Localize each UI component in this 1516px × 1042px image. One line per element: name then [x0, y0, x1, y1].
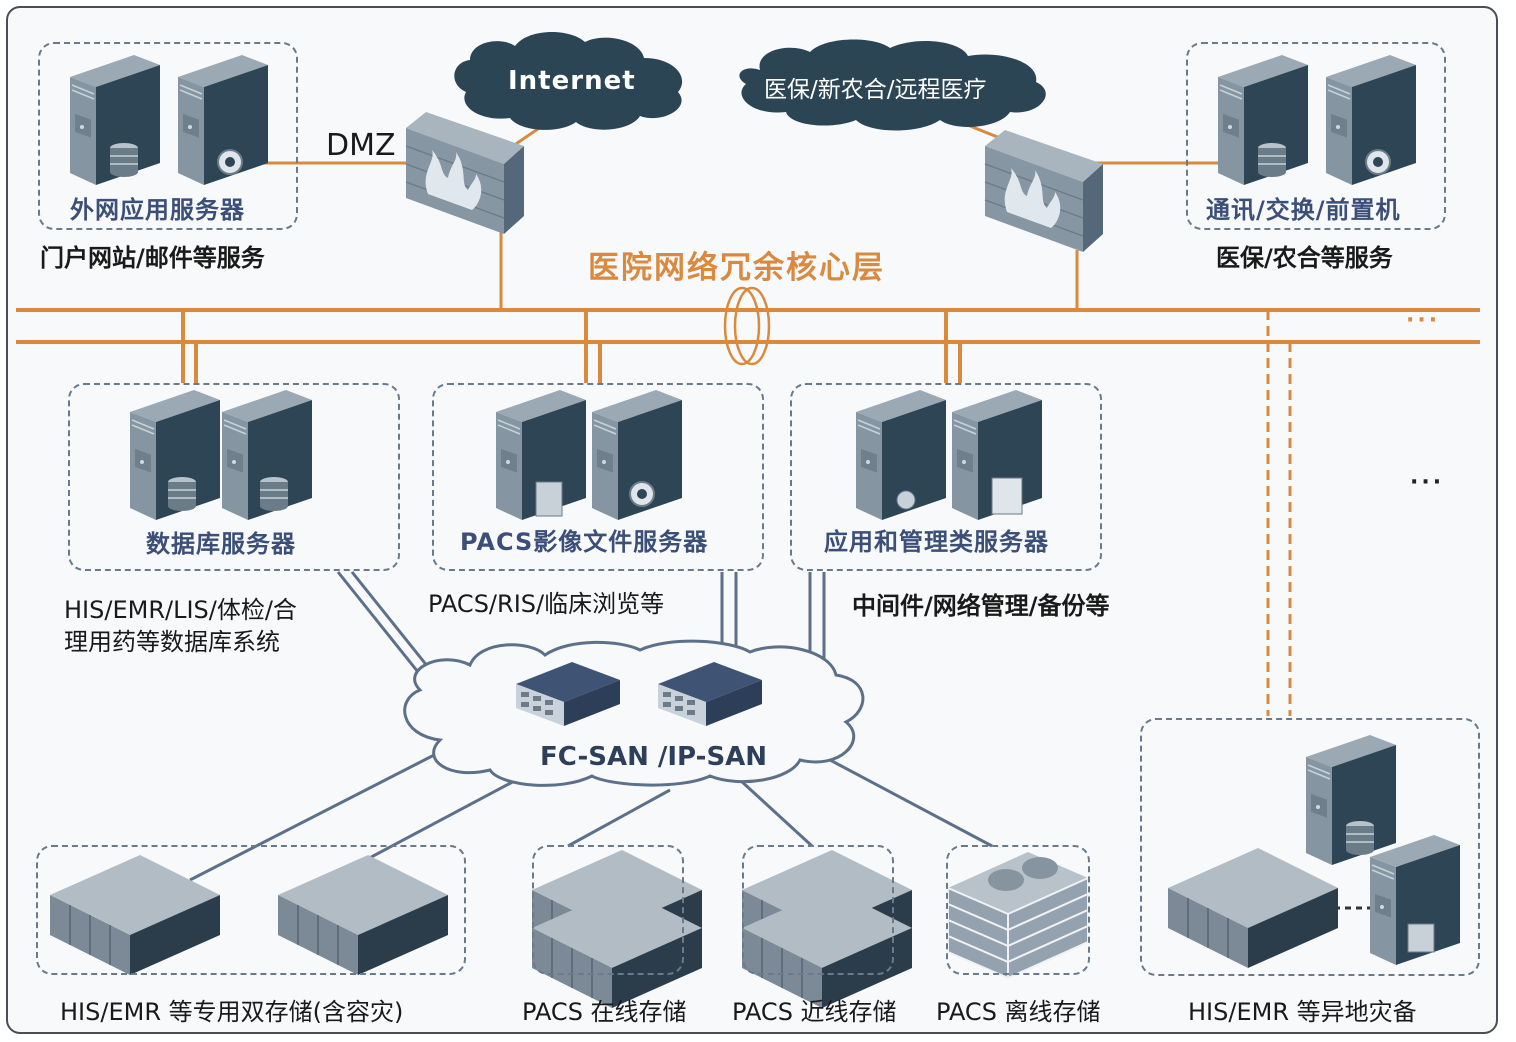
app-mgmt-caption: 中间件/网络管理/备份等	[852, 592, 1110, 620]
comm-exchange-group	[1186, 42, 1446, 230]
pacs-offline-storage-label: PACS 离线存储	[936, 998, 1101, 1026]
remote-dr-label: HIS/EMR 等异地灾备	[1188, 998, 1417, 1026]
his-dual-storage-group	[36, 845, 466, 975]
bus-continuation-ellipsis: ···	[1406, 308, 1441, 333]
document-icon	[535, 481, 563, 517]
database-caption-line1: HIS/EMR/LIS/体检/合	[64, 596, 297, 624]
report-icon	[991, 477, 1023, 515]
database-caption-line2: 理用药等数据库系统	[64, 628, 280, 656]
pacs-file-servers-group	[432, 383, 764, 571]
pacs-offline-storage-group	[946, 845, 1090, 975]
pacs-online-storage-group	[532, 845, 684, 975]
comm-exchange-label: 通讯/交换/前置机	[1206, 196, 1401, 224]
core-bus	[16, 120, 1480, 716]
document-icon	[1407, 923, 1435, 953]
firewall-icon	[405, 111, 525, 235]
internet-cloud-label: Internet	[508, 66, 636, 96]
medical-network-cloud	[739, 39, 1046, 131]
pacs-online-storage-label: PACS 在线存储	[522, 998, 687, 1026]
firewall-icon	[984, 129, 1104, 253]
app-mgmt-servers-group	[790, 383, 1102, 571]
remote-dr-links	[1284, 878, 1370, 910]
core-layer-title: 医院网络冗余核心层	[588, 250, 885, 286]
san-cloud-label: FC-SAN /IP-SAN	[540, 742, 768, 772]
more-systems-ellipsis: ···	[1410, 470, 1445, 495]
pacs-nearline-storage-group	[742, 845, 894, 975]
dmz-label: DMZ	[326, 128, 396, 163]
external-app-servers-label: 外网应用服务器	[70, 196, 245, 224]
app-mgmt-servers-label: 应用和管理类服务器	[824, 528, 1049, 556]
pacs-file-caption: PACS/RIS/临床浏览等	[428, 590, 665, 618]
comm-exchange-caption: 医保/农合等服务	[1216, 244, 1393, 272]
user-icon	[896, 490, 916, 510]
internet-cloud	[454, 31, 683, 130]
his-dual-storage-label: HIS/EMR 等专用双存储(含容灾)	[60, 998, 404, 1026]
san-links	[189, 571, 993, 882]
external-app-servers-group	[38, 42, 298, 230]
pacs-nearline-storage-label: PACS 近线存储	[732, 998, 897, 1026]
database-servers-label: 数据库服务器	[146, 530, 296, 558]
database-servers-group	[68, 383, 400, 571]
pacs-file-servers-label: PACS影像文件服务器	[460, 528, 709, 556]
external-app-caption: 门户网站/邮件等服务	[40, 244, 265, 272]
medical-cloud-label: 医保/新农合/远程医疗	[764, 77, 987, 103]
remote-dr-group	[1140, 718, 1480, 976]
